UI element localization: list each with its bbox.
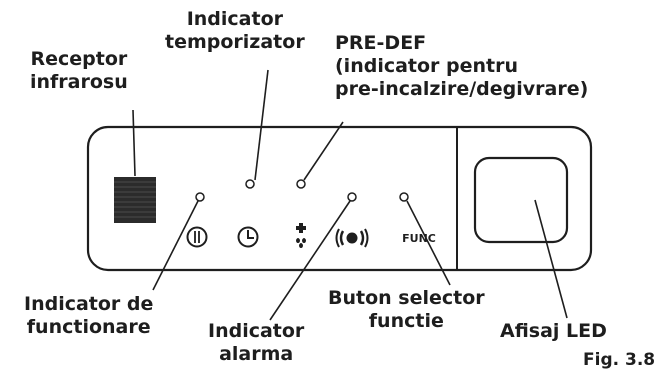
led-predef [296, 179, 306, 189]
led-display [473, 156, 569, 244]
defrost-icon [296, 223, 306, 248]
alarm-icon [335, 228, 369, 248]
leader-predef [303, 121, 344, 181]
func-button[interactable]: FUNC [402, 232, 436, 245]
leader-timer [254, 69, 269, 181]
leader-alarma [269, 200, 351, 321]
infrared-receptor [114, 177, 156, 223]
led-alarma [347, 192, 357, 202]
leader-functionare [152, 200, 199, 291]
leader-receptor [132, 109, 136, 177]
clock-icon[interactable] [237, 226, 259, 248]
leader-buton [406, 200, 451, 286]
power-icon[interactable] [186, 226, 208, 248]
led-functionare [195, 192, 205, 202]
led-func [399, 192, 409, 202]
led-temporizator [245, 179, 255, 189]
leader-afisaj [534, 199, 568, 319]
label-afisaj: Afisaj LED [500, 320, 607, 342]
figure-caption: Fig. 3.8 [583, 350, 656, 370]
control-panel [86, 125, 593, 272]
